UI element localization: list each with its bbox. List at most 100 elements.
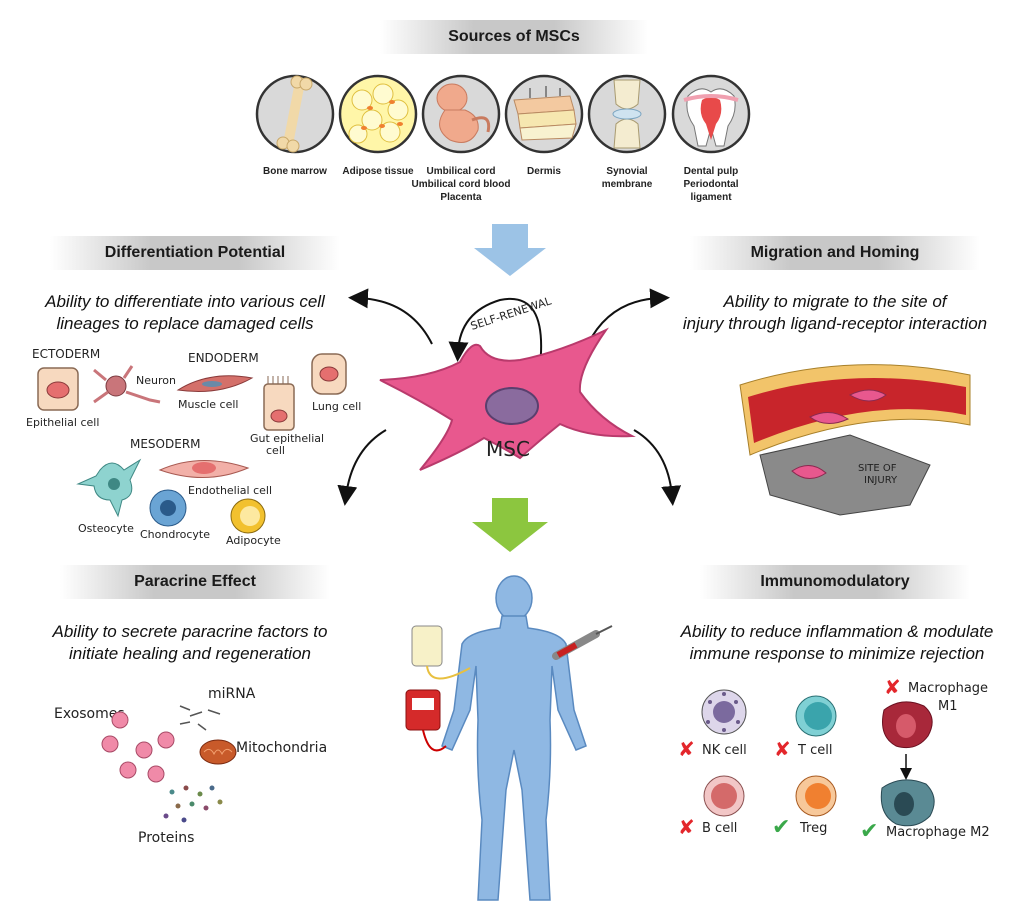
blood-bag-icon xyxy=(405,689,447,752)
treg-icon xyxy=(795,775,837,817)
treg-label: Treg xyxy=(799,821,827,836)
fat-cells-icon xyxy=(338,74,418,154)
differentiation-description: Ability to differentiate into various ce… xyxy=(45,292,325,333)
site-label-line1: SITE OF xyxy=(858,463,897,474)
m1-label-line2: M1 xyxy=(938,699,958,714)
lung-label: Lung cell xyxy=(312,400,361,413)
endothelial-cell-icon xyxy=(158,460,250,478)
adipocyte-icon xyxy=(230,498,266,534)
treg-check-icon: ✔ xyxy=(772,815,790,840)
sources-icons xyxy=(255,74,751,154)
msc-cell xyxy=(379,327,636,471)
sources-title: Sources of MSCs xyxy=(448,28,580,45)
mitochondria-label: Mitochondria xyxy=(236,740,327,756)
bone-icon xyxy=(255,74,335,154)
immuno-description: Ability to reduce inflammation & modulat… xyxy=(680,622,994,663)
paracrine-description: Ability to secrete paracrine factors to … xyxy=(52,622,328,663)
migration-title: Migration and Homing xyxy=(750,244,920,261)
nk-cross-icon: ✘ xyxy=(678,737,695,761)
neuron-label: Neuron xyxy=(136,374,176,387)
b-cell-icon xyxy=(703,775,745,817)
source-label-synovial: Synovial membrane xyxy=(601,166,653,190)
immuno-title: Immunomodulatory xyxy=(760,573,910,590)
macrophage-m1-icon xyxy=(882,701,933,749)
chondrocyte-label: Chondrocyte xyxy=(140,528,210,541)
injury-tissue xyxy=(759,434,931,516)
immuno-banner: Immunomodulatory xyxy=(700,565,970,599)
b-cross-icon: ✘ xyxy=(678,815,695,839)
differentiation-title: Differentiation Potential xyxy=(104,244,286,261)
vessel-lumen xyxy=(748,378,966,443)
nk-label: NK cell xyxy=(702,743,747,758)
sources-banner: Sources of MSCs xyxy=(380,20,648,54)
macrophage-m2-icon xyxy=(880,779,935,827)
down-arrow-blue xyxy=(474,224,546,276)
arrow-to-differentiation xyxy=(348,288,433,345)
osteocyte-icon xyxy=(76,458,142,518)
migration-description: Ability to migrate to the site of injury… xyxy=(682,292,988,333)
endoderm-label: ENDODERM xyxy=(188,351,259,365)
blood-vessel-illustration: SITE OF INJURY xyxy=(739,364,971,516)
gut-epithelial-icon xyxy=(263,376,295,431)
neuron-icon xyxy=(93,365,161,404)
m2-check-icon: ✔ xyxy=(860,819,878,844)
arrow-to-paracrine xyxy=(337,429,387,506)
epithelial-cell-icon xyxy=(37,367,79,411)
mitochondria-icon xyxy=(199,739,237,765)
exosome-icon xyxy=(101,711,175,783)
source-label-dermis: Dermis xyxy=(527,166,561,177)
gut-label-line1: Gut epithelial xyxy=(250,432,324,445)
mesoderm-label: MESODERM xyxy=(130,437,201,451)
mirna-icon xyxy=(179,705,221,731)
source-label-umbilical: Umbilical cord Umbilical cord blood Plac… xyxy=(411,166,511,203)
paracrine-banner: Paracrine Effect xyxy=(60,565,330,599)
endothelial-label: Endothelial cell xyxy=(188,484,272,497)
iv-bag-icon xyxy=(411,625,471,680)
t-cross-icon: ✘ xyxy=(774,737,791,761)
self-renewal-label: SELF-RENEWAL xyxy=(469,294,554,333)
gut-label-line2: cell xyxy=(266,444,285,457)
m1-label-line1: Macrophage xyxy=(908,681,988,696)
arrow-to-immuno xyxy=(633,429,682,506)
migrating-msc-icon xyxy=(791,389,887,479)
lung-cell-icon xyxy=(311,353,347,395)
human-body-illustration xyxy=(405,575,613,901)
muscle-label: Muscle cell xyxy=(178,398,239,411)
adipocyte-label: Adipocyte xyxy=(226,534,281,547)
source-label-dental: Dental pulp Periodontal ligament xyxy=(683,166,739,203)
differentiation-cells: ECTODERM ENDODERM MESODERM Epithelial ce… xyxy=(26,347,361,547)
differentiation-banner: Differentiation Potential xyxy=(50,236,340,270)
site-label-line2: INJURY xyxy=(864,475,898,486)
mirna-label: miRNA xyxy=(208,686,256,702)
down-arrow-green xyxy=(472,498,548,552)
muscle-cell-icon xyxy=(176,375,254,392)
msc-label: MSC xyxy=(486,437,530,461)
epithelial-label: Epithelial cell xyxy=(26,416,99,429)
immune-cells: ✘ NK cell ✘ T cell ✘ B cell ✔ Treg ✘ Mac… xyxy=(678,675,990,844)
nk-cell-icon xyxy=(701,689,747,735)
chondrocyte-icon xyxy=(149,489,187,527)
exosomes-label: Exosomes xyxy=(54,706,125,722)
human-body xyxy=(441,575,587,901)
source-label-bone-marrow: Bone marrow xyxy=(263,166,327,177)
migration-banner: Migration and Homing xyxy=(690,236,980,270)
osteocyte-label: Osteocyte xyxy=(78,522,134,535)
protein-dots-icon xyxy=(163,785,223,823)
t-label: T cell xyxy=(797,743,832,758)
m1-cross-icon: ✘ xyxy=(884,675,901,699)
paracrine-title: Paracrine Effect xyxy=(134,573,256,590)
skin-layers-icon xyxy=(504,74,584,154)
paracrine-factors: Exosomes miRNA Mitochondria Proteins xyxy=(54,686,327,846)
source-label-adipose: Adipose tissue xyxy=(342,166,414,177)
t-cell-icon xyxy=(795,695,837,737)
b-label: B cell xyxy=(702,821,737,836)
ectoderm-label: ECTODERM xyxy=(32,347,100,361)
syringe-icon xyxy=(552,625,613,660)
knee-joint-icon xyxy=(587,74,667,154)
self-renewal-arrow xyxy=(448,297,543,367)
fetus-icon xyxy=(421,74,501,154)
tooth-icon xyxy=(671,74,751,154)
m2-label: Macrophage M2 xyxy=(886,825,990,840)
proteins-label: Proteins xyxy=(138,830,194,846)
